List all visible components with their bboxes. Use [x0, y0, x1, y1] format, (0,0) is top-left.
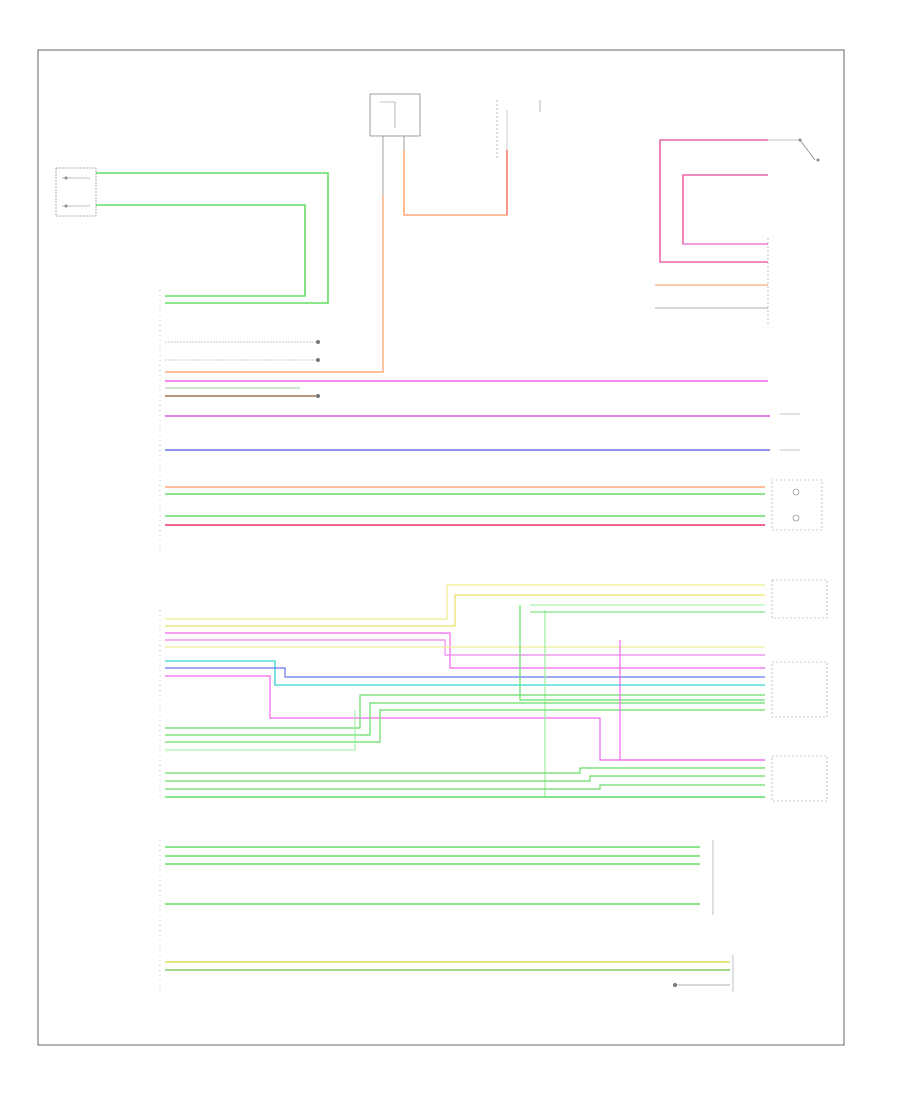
wire-bundle-lower: [165, 640, 765, 798]
wire-pink-topright-1: [659, 139, 768, 263]
diagram-frame: [37, 49, 845, 1046]
wire-green-2: [96, 204, 306, 297]
wire-bundle-middle: [165, 584, 765, 798]
wire-orange-long: [165, 195, 384, 373]
sensor-icon: [369, 93, 421, 195]
motor-icon: [771, 479, 823, 531]
wire-orange-sensor: [403, 150, 508, 216]
top-left-switch-component: [55, 167, 97, 217]
wire-green-1: [96, 172, 329, 304]
switch-icon: [64, 176, 68, 180]
top-right-switch: [768, 138, 820, 162]
right-component-1: [780, 413, 800, 451]
wire-pink-topright-2: [682, 174, 768, 245]
connector-icon: [496, 100, 541, 160]
ground-icon: [316, 340, 320, 344]
right-module-middle: [771, 579, 828, 802]
